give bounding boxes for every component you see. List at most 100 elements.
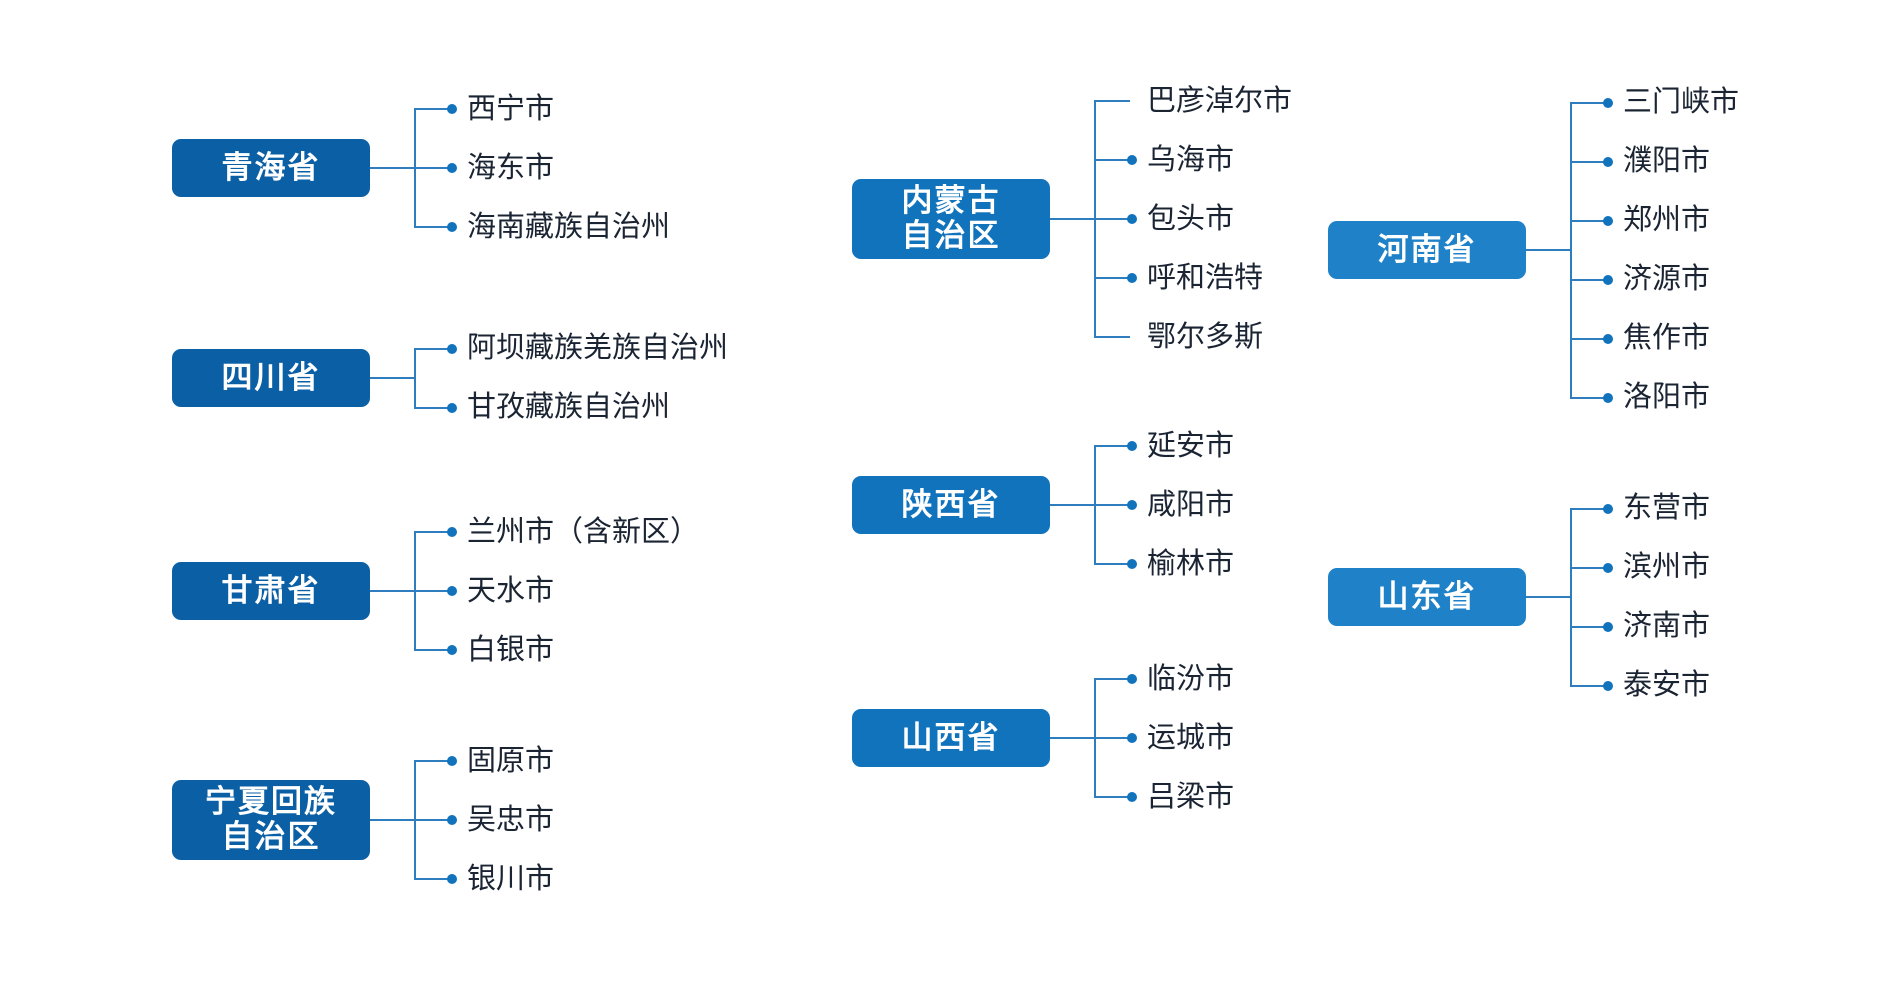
bullet-dot xyxy=(1127,733,1137,743)
connector-leg xyxy=(1096,678,1130,680)
city-item[interactable]: 银川市 xyxy=(416,855,554,903)
city-list-gansu: 兰州市（含新区） 天水市白银市 xyxy=(416,508,699,674)
city-item[interactable]: 济南市 xyxy=(1572,603,1710,651)
bullet-dot xyxy=(1127,559,1137,569)
province-group-neimenggu: 内蒙古 自治区 巴彦淖尔市乌海市包头市呼和浩特鄂尔多斯 xyxy=(852,77,1292,361)
connector-leg xyxy=(1572,507,1606,510)
province-pill-neimenggu[interactable]: 内蒙古 自治区 xyxy=(852,179,1050,259)
city-label: 延安市 xyxy=(1147,429,1235,462)
bullet-dot xyxy=(1127,674,1137,684)
bullet-dot xyxy=(1603,156,1613,167)
bullet-dot xyxy=(1127,273,1137,283)
city-item[interactable]: 兰州市（含新区） xyxy=(416,508,699,556)
city-item[interactable]: 白银市 xyxy=(416,626,699,674)
city-item[interactable]: 临汾市 xyxy=(1096,655,1234,703)
city-item[interactable]: 榆林市 xyxy=(1096,540,1234,588)
connector-bracket-henan xyxy=(1526,79,1572,422)
city-label: 呼和浩特 xyxy=(1147,261,1264,294)
city-item[interactable]: 咸阳市 xyxy=(1096,481,1234,529)
city-item[interactable]: 鄂尔多斯 xyxy=(1096,313,1292,361)
city-label: 济南市 xyxy=(1623,610,1711,642)
province-group-shanxi: 山西省 临汾市运城市吕梁市 xyxy=(852,655,1234,821)
city-label: 运城市 xyxy=(1147,721,1235,754)
province-pill-shandong[interactable]: 山东省 xyxy=(1328,568,1526,626)
city-item[interactable]: 巴彦淖尔市 xyxy=(1096,77,1292,125)
city-item[interactable]: 海南藏族自治州 xyxy=(416,203,670,251)
city-item[interactable]: 西宁市 xyxy=(416,85,670,133)
city-label: 滨州市 xyxy=(1623,551,1711,583)
bullet-dot xyxy=(1127,96,1137,106)
city-item[interactable]: 运城市 xyxy=(1096,714,1234,762)
province-pill-henan[interactable]: 河南省 xyxy=(1328,221,1526,279)
city-list-qinghai: 西宁市海东市海南藏族自治州 xyxy=(416,85,670,251)
province-pill-shanxi[interactable]: 山西省 xyxy=(852,709,1050,767)
city-label: 三门峡市 xyxy=(1623,86,1740,118)
connector-leg xyxy=(416,531,450,533)
city-item[interactable]: 东营市 xyxy=(1572,485,1710,533)
city-item[interactable]: 呼和浩特 xyxy=(1096,254,1292,302)
city-item[interactable]: 三门峡市 xyxy=(1572,79,1739,127)
province-pill-qinghai[interactable]: 青海省 xyxy=(172,139,370,197)
city-item[interactable]: 天水市 xyxy=(416,567,699,615)
city-label: 包头市 xyxy=(1147,202,1235,235)
bullet-dot xyxy=(1127,441,1137,451)
city-item[interactable]: 延安市 xyxy=(1096,422,1234,470)
province-pill-sichuan[interactable]: 四川省 xyxy=(172,349,370,407)
city-item[interactable]: 郑州市 xyxy=(1572,197,1739,245)
province-label: 甘肃省 xyxy=(221,572,321,608)
city-item[interactable]: 海东市 xyxy=(416,144,670,192)
city-item[interactable]: 济源市 xyxy=(1572,256,1739,304)
city-item[interactable]: 甘孜藏族自治州 xyxy=(416,384,728,432)
province-pill-ningxia[interactable]: 宁夏回族 自治区 xyxy=(172,780,370,860)
connector-leg xyxy=(416,406,450,409)
city-item[interactable]: 洛阳市 xyxy=(1572,374,1739,422)
city-label: 海南藏族自治州 xyxy=(467,210,671,243)
city-label: 咸阳市 xyxy=(1147,488,1235,521)
city-item[interactable]: 吴忠市 xyxy=(416,796,554,844)
connector-bracket-shanxi xyxy=(1050,655,1096,821)
connector-bracket-shaanxi xyxy=(1050,422,1096,588)
bullet-dot xyxy=(1603,333,1613,344)
city-label: 巴彦淖尔市 xyxy=(1147,84,1293,117)
bullet-dot xyxy=(447,527,457,537)
bullet-dot xyxy=(447,756,457,766)
connector-leg xyxy=(416,347,450,350)
connector-leg xyxy=(1572,625,1606,628)
bullet-dot xyxy=(447,815,457,825)
connector-spine xyxy=(1094,445,1096,565)
province-label: 山西省 xyxy=(901,719,1001,755)
province-label: 四川省 xyxy=(221,359,321,395)
connector-stem xyxy=(1526,249,1570,251)
city-list-shanxi: 临汾市运城市吕梁市 xyxy=(1096,655,1234,821)
city-item[interactable]: 乌海市 xyxy=(1096,136,1292,184)
city-item[interactable]: 濮阳市 xyxy=(1572,138,1739,186)
city-list-shandong: 东营市滨州市济南市泰安市 xyxy=(1572,485,1710,710)
connector-leg xyxy=(1572,396,1606,399)
city-item[interactable]: 焦作市 xyxy=(1572,315,1739,363)
city-item[interactable]: 滨州市 xyxy=(1572,544,1710,592)
city-label: 乌海市 xyxy=(1147,143,1235,176)
connector-leg xyxy=(1572,684,1606,687)
province-label: 青海省 xyxy=(221,149,321,185)
connector-leg xyxy=(416,819,450,821)
connector-stem xyxy=(370,819,414,821)
city-item[interactable]: 泰安市 xyxy=(1572,662,1710,710)
connector-spine xyxy=(414,531,416,651)
province-label: 陕西省 xyxy=(901,486,1001,522)
city-label: 郑州市 xyxy=(1623,204,1711,236)
bullet-dot xyxy=(1127,332,1137,342)
city-list-henan: 三门峡市濮阳市郑州市济源市焦作市洛阳市 xyxy=(1572,79,1739,422)
province-pill-gansu[interactable]: 甘肃省 xyxy=(172,562,370,620)
province-group-gansu: 甘肃省 兰州市（含新区） 天水市白银市 xyxy=(172,508,699,674)
city-label: 海东市 xyxy=(467,151,555,184)
province-pill-shaanxi[interactable]: 陕西省 xyxy=(852,476,1050,534)
city-item[interactable]: 固原市 xyxy=(416,737,554,785)
city-item[interactable]: 阿坝藏族羌族自治州 xyxy=(416,325,728,373)
connector-stem xyxy=(1050,218,1094,220)
bullet-dot xyxy=(1603,215,1613,226)
city-item[interactable]: 吕梁市 xyxy=(1096,773,1234,821)
city-list-ningxia: 固原市吴忠市银川市 xyxy=(416,737,554,903)
city-label: 吴忠市 xyxy=(467,803,555,836)
province-group-sichuan: 四川省 阿坝藏族羌族自治州甘孜藏族自治州 xyxy=(172,325,728,432)
city-item[interactable]: 包头市 xyxy=(1096,195,1292,243)
